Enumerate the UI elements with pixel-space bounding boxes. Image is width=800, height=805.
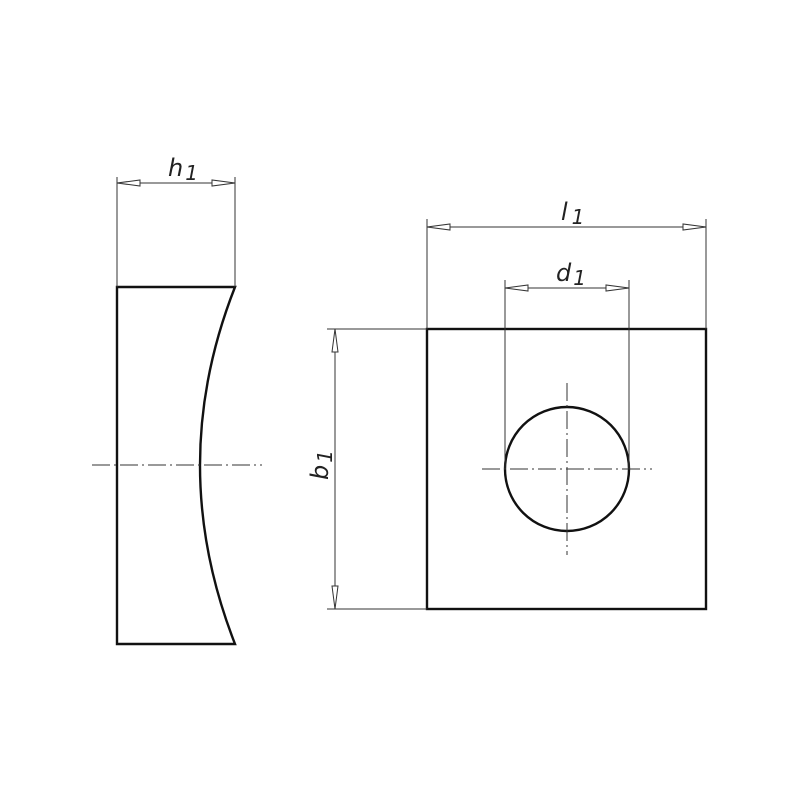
l1-arrow-right bbox=[682, 223, 707, 231]
b1-arrow-bottom bbox=[331, 585, 339, 610]
b1-label: b1 bbox=[306, 450, 337, 480]
side-view-outline bbox=[115, 285, 237, 646]
d1-arrow-right bbox=[605, 284, 630, 292]
h1-arrow-right bbox=[211, 179, 236, 187]
square-washer-outline bbox=[425, 327, 708, 611]
h1-arrow-left bbox=[116, 179, 141, 187]
b1-arrow-top bbox=[331, 328, 339, 353]
d1-arrow-left bbox=[504, 284, 529, 292]
l1-arrow-left bbox=[426, 223, 451, 231]
